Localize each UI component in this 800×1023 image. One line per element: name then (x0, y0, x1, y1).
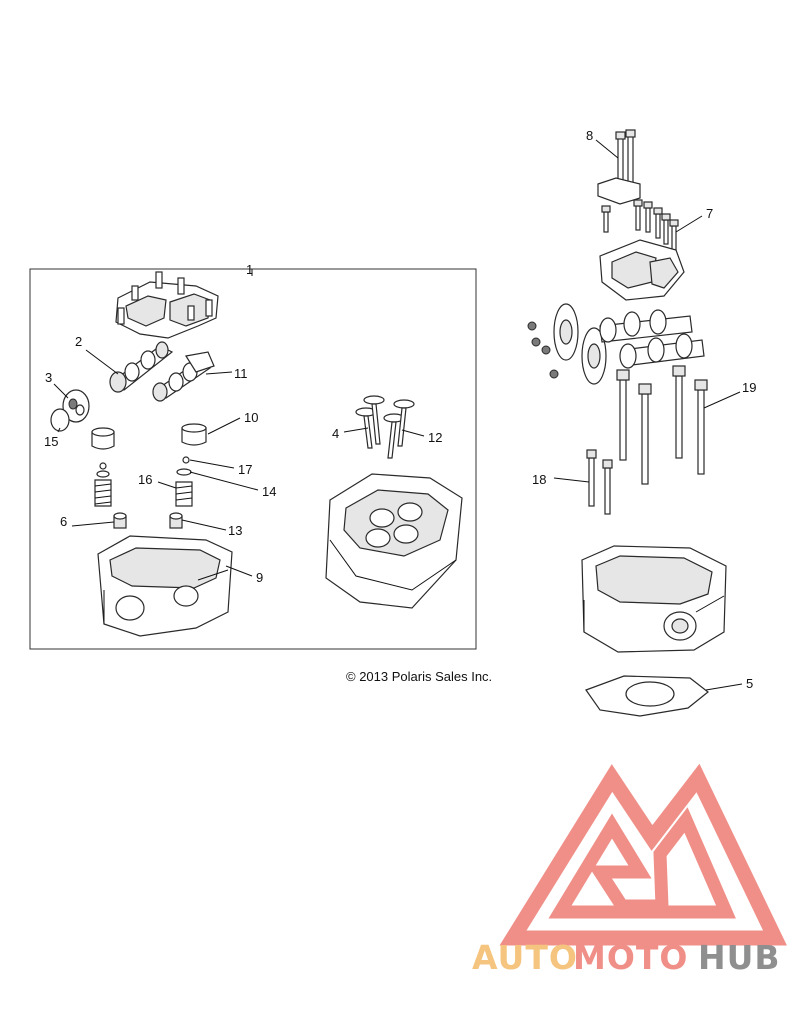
logo-word-moto: MOTO (573, 938, 688, 977)
cam-carrier-7 (599, 239, 685, 301)
camshaft-11 (152, 351, 215, 402)
leader-lines (53, 139, 743, 691)
camshaft-2 (109, 341, 174, 393)
callout-13: 13 (228, 523, 242, 538)
callout-11: 11 (234, 366, 248, 381)
callout-3: 3 (45, 370, 52, 385)
callout-19: 19 (742, 380, 756, 395)
sprocket-bolts (527, 321, 559, 379)
callout-10: 10 (244, 410, 258, 425)
logo-word-hub: HUB (698, 938, 781, 977)
head-bolts-19 (616, 365, 708, 485)
cylinder-head-right (581, 545, 727, 653)
logo-word-auto: AUTO (472, 938, 578, 977)
valve-spring-left (94, 479, 112, 507)
callout-9: 9 (256, 570, 263, 585)
bolts-7 (601, 199, 679, 251)
cam-carrier-top (115, 271, 219, 339)
callout-5: 5 (746, 676, 753, 691)
retainer-left (96, 470, 110, 478)
callout-14: 14 (262, 484, 276, 499)
callout-18: 18 (532, 472, 546, 487)
valve-seal-6 (113, 512, 127, 529)
copyright-notice: © 2013 Polaris Sales Inc. (346, 669, 492, 684)
bolts-8 (615, 129, 636, 185)
callout-6: 6 (60, 514, 67, 529)
valve-seal-13 (169, 512, 183, 529)
cam-sprockets (553, 303, 607, 385)
callout-2: 2 (75, 334, 82, 349)
cylinder-head-9 (97, 535, 233, 637)
tappet-bucket-left (91, 427, 115, 450)
callout-15: 15 (44, 434, 58, 449)
cylinder-head-underside (325, 473, 463, 609)
callout-7: 7 (706, 206, 713, 221)
keeper-17 (182, 456, 190, 464)
tappet-bucket-10 (181, 423, 207, 446)
callout-1: 1 (246, 262, 253, 277)
circlip-15 (50, 408, 70, 432)
bolts-18 (586, 449, 613, 515)
head-gasket-5 (585, 675, 709, 717)
valves-4-12 (355, 395, 415, 459)
callout-17: 17 (238, 462, 252, 477)
automotohub-logo: AUTO MOTO HUB (472, 763, 787, 977)
callout-16: 16 (138, 472, 152, 487)
camshafts-right (599, 309, 705, 369)
valve-spring-16 (175, 481, 193, 507)
callout-12: 12 (428, 430, 442, 445)
callout-4: 4 (332, 426, 339, 441)
chain-guide-plate (597, 177, 641, 205)
sprocket-hub-3 (62, 389, 90, 423)
assembly-1-frame (29, 268, 477, 650)
keeper-left (99, 462, 107, 470)
retainer-14 (176, 468, 192, 476)
callout-8: 8 (586, 128, 593, 143)
